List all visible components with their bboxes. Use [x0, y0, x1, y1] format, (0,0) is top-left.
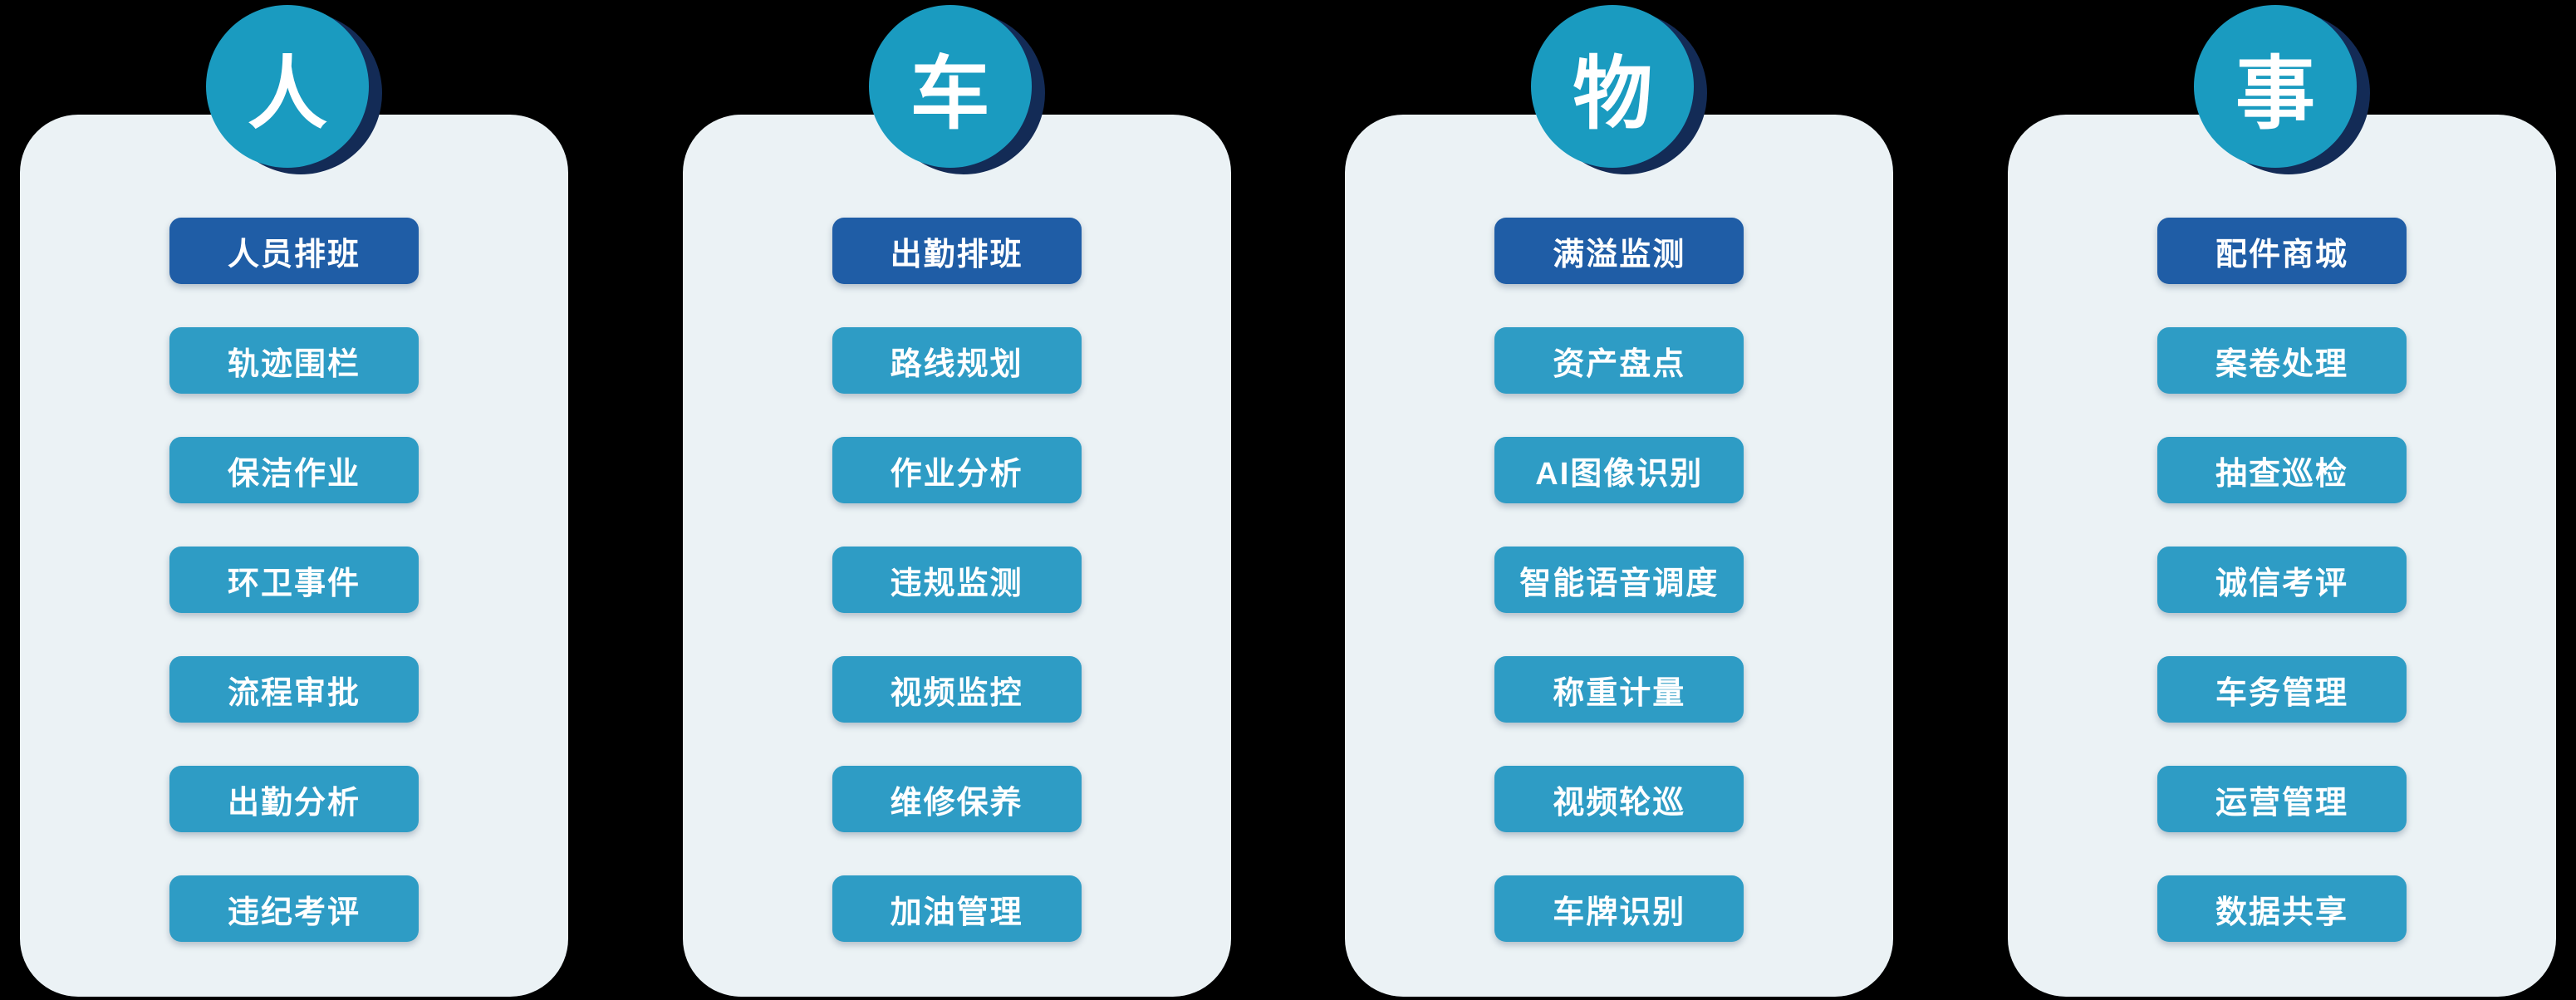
- feature-pill: 保洁作业: [169, 437, 419, 503]
- feature-pill: 流程审批: [169, 656, 419, 723]
- feature-pill: 案卷处理: [2156, 327, 2407, 394]
- feature-card-affairs: 配件商城 案卷处理 抽查巡检 诚信考评 车务管理 运营管理 数据共享: [2007, 115, 2556, 997]
- feature-pill: 环卫事件: [169, 547, 419, 613]
- feature-pill: 轨迹围栏: [169, 327, 419, 394]
- feature-pill: 视频监控: [832, 656, 1082, 723]
- feature-card-people: 人员排班 轨迹围栏 保洁作业 环卫事件 流程审批 出勤分析 违纪考评: [20, 115, 568, 997]
- feature-pill: 维修保养: [832, 766, 1082, 832]
- feature-pill: 运营管理: [2156, 766, 2407, 832]
- feature-pill: 出勤排班: [832, 218, 1082, 284]
- feature-pill: 加油管理: [832, 875, 1082, 942]
- category-badge-affairs: 事: [2193, 5, 2370, 179]
- column-people: 人 人员排班 轨迹围栏 保洁作业 环卫事件 流程审批 出勤分析 违纪考评: [20, 0, 568, 1000]
- feature-pill: 满溢监测: [1494, 218, 1744, 284]
- column-vehicles: 车 出勤排班 路线规划 作业分析 违规监测 视频监控 维修保养 加油管理: [682, 0, 1231, 1000]
- feature-pill: 智能语音调度: [1494, 547, 1744, 613]
- feature-pill: AI图像识别: [1494, 437, 1744, 503]
- category-badge-objects: 物: [1531, 5, 1708, 179]
- category-badge-label: 人: [206, 5, 369, 168]
- feature-pill: 路线规划: [832, 327, 1082, 394]
- feature-pill: 称重计量: [1494, 656, 1744, 723]
- feature-pill: 诚信考评: [2156, 547, 2407, 613]
- category-badge-vehicles: 车: [868, 5, 1045, 179]
- category-badge-label: 车: [868, 5, 1032, 168]
- column-affairs: 事 配件商城 案卷处理 抽查巡检 诚信考评 车务管理 运营管理 数据共享: [2007, 0, 2556, 1000]
- feature-pill: 车务管理: [2156, 656, 2407, 723]
- feature-pill: 出勤分析: [169, 766, 419, 832]
- feature-pill: 数据共享: [2156, 875, 2407, 942]
- feature-pill: 视频轮巡: [1494, 766, 1744, 832]
- feature-card-vehicles: 出勤排班 路线规划 作业分析 违规监测 视频监控 维修保养 加油管理: [682, 115, 1231, 997]
- feature-pill: 违纪考评: [169, 875, 419, 942]
- feature-pill: 抽查巡检: [2156, 437, 2407, 503]
- category-badge-people: 人: [206, 5, 382, 179]
- feature-pill: 人员排班: [169, 218, 419, 284]
- feature-pill: 配件商城: [2156, 218, 2407, 284]
- category-badge-label: 物: [1531, 5, 1695, 168]
- feature-pill: 作业分析: [832, 437, 1082, 503]
- column-objects: 物 满溢监测 资产盘点 AI图像识别 智能语音调度 称重计量 视频轮巡 车牌识别: [1345, 0, 1894, 1000]
- feature-pill: 违规监测: [832, 547, 1082, 613]
- feature-pill: 资产盘点: [1494, 327, 1744, 394]
- feature-pill: 车牌识别: [1494, 875, 1744, 942]
- feature-card-objects: 满溢监测 资产盘点 AI图像识别 智能语音调度 称重计量 视频轮巡 车牌识别: [1345, 115, 1894, 997]
- category-badge-label: 事: [2193, 5, 2357, 168]
